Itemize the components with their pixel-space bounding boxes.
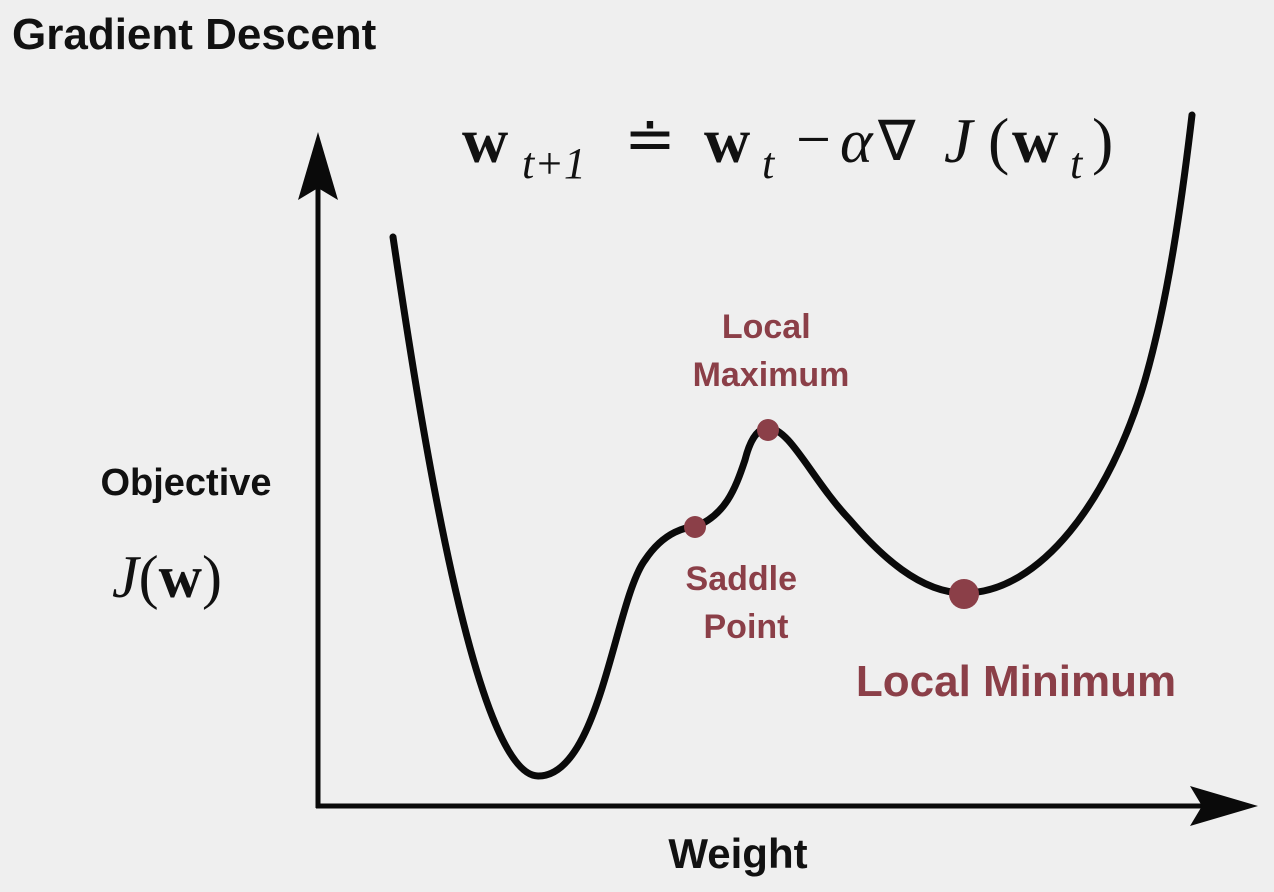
ylabel-close-paren: ) bbox=[202, 544, 222, 610]
y-axis-math-label: J(w) bbox=[112, 544, 222, 610]
eq-w-inner: w bbox=[1012, 105, 1058, 176]
x-axis-arrowhead bbox=[1190, 786, 1258, 826]
y-axis-arrowhead bbox=[298, 132, 338, 200]
ylabel-j-symbol: J bbox=[112, 544, 141, 610]
eq-nabla: ∇ bbox=[877, 111, 916, 173]
ylabel-open-paren: ( bbox=[139, 544, 159, 610]
saddle-point-label-line2: Point bbox=[704, 608, 789, 646]
eq-w-next: w bbox=[462, 105, 508, 176]
local-maximum-label-line2: Maximum bbox=[693, 356, 850, 394]
eq-open-paren: ( bbox=[988, 105, 1009, 176]
eq-alpha: α bbox=[840, 108, 874, 176]
objective-curve bbox=[389, 111, 1196, 780]
ylabel-w-symbol: w bbox=[159, 544, 203, 610]
local-maximum-label-line1: Local bbox=[722, 308, 811, 346]
saddle-point-label-line1: Saddle bbox=[686, 560, 797, 598]
saddle-point-marker bbox=[684, 516, 706, 538]
local-minimum-point bbox=[949, 579, 979, 609]
eq-sub-t: t bbox=[762, 139, 776, 188]
y-axis-label: Objective bbox=[100, 462, 271, 504]
local-maximum-label: Local Maximum bbox=[693, 308, 850, 394]
local-maximum-point bbox=[757, 419, 779, 441]
update-equation: w t+1 ≐ w t − α ∇ J ( w t ) bbox=[462, 105, 1113, 188]
page-title: Gradient Descent bbox=[12, 10, 377, 59]
eq-w-t: w bbox=[704, 105, 750, 176]
eq-j: J bbox=[944, 105, 975, 176]
eq-close-paren: ) bbox=[1092, 105, 1113, 176]
eq-defeq: ≐ bbox=[624, 106, 676, 174]
eq-sub-next: t+1 bbox=[522, 139, 586, 188]
saddle-point-label: Saddle Point bbox=[686, 560, 807, 646]
local-minimum-label: Local Minimum bbox=[856, 657, 1176, 706]
eq-sub-inner: t bbox=[1070, 139, 1084, 188]
x-axis-label: Weight bbox=[668, 830, 807, 877]
eq-minus: − bbox=[796, 106, 831, 174]
